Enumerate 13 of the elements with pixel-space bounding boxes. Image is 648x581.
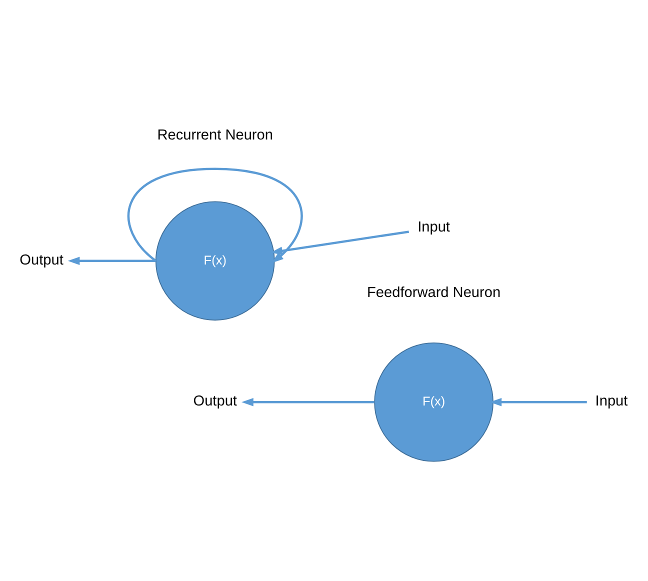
arrow [127,168,303,263]
label: Feedforward Neuron [367,285,501,302]
node-text: Input [595,394,628,410]
label: Recurrent Neuron [157,128,273,144]
arrow [242,398,374,406]
node-text: Output [20,252,64,268]
arrow [270,230,410,255]
node-circle: F(x) [155,201,275,321]
node-text: Input [418,220,450,236]
node-text: Output [193,394,237,410]
arrow [68,256,156,266]
arrow [490,398,587,406]
node-circle: F(x) [374,342,494,462]
